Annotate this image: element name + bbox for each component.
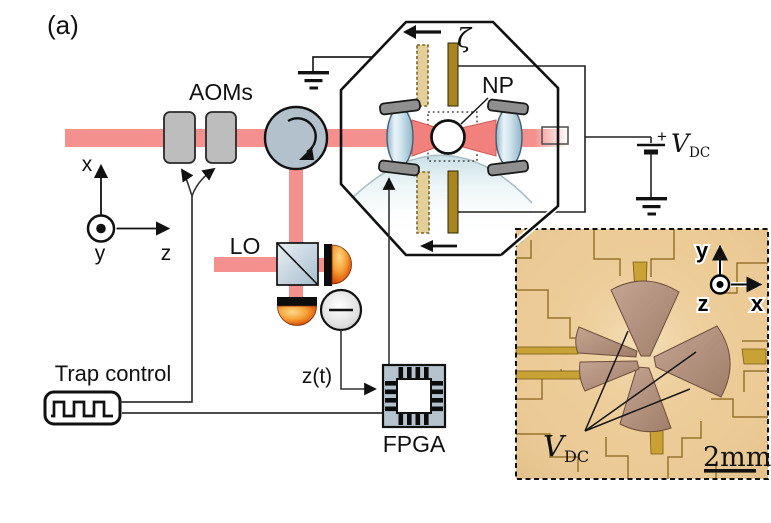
lo-beam (214, 257, 278, 272)
inset-vdc-subscript: DC (564, 447, 589, 466)
bs-output-right (317, 258, 325, 272)
lens-mount-bottom-left (378, 159, 420, 177)
square-wave-icon (51, 400, 113, 418)
bias-electrode-top (447, 42, 459, 107)
reflected-beam (289, 169, 303, 245)
axes-inset: y z x (694, 236, 766, 318)
signal-label: z(t) (302, 365, 332, 388)
panel-label: (a) (47, 10, 79, 40)
axis-out-label: y (95, 242, 106, 265)
detector-slit-bottom (277, 297, 317, 306)
homodyne-detection (276, 242, 363, 332)
circular-arrow-icon (287, 117, 317, 154)
electrode-wire (458, 65, 586, 213)
bias-electrode-bottom (447, 170, 459, 234)
chamber-ground (298, 56, 372, 90)
aom-drive-arrow-1 (180, 168, 194, 197)
trap-control-label: Trap control (55, 361, 172, 386)
fpga: FPGA (381, 363, 447, 457)
vdc-pointer-lines (584, 330, 697, 432)
chamber-edge-over-inset (500, 206, 558, 256)
lens-left (386, 107, 414, 167)
left-arrow-icon (420, 240, 433, 252)
inset-vdc-label: V (543, 429, 567, 463)
circulator (263, 105, 329, 171)
wedge-right (653, 325, 731, 398)
wire-trap-to-aoms (120, 196, 193, 403)
board-traces (516, 229, 768, 479)
circled-dot-icon (86, 214, 116, 243)
wire-signal-to-fpga (340, 330, 377, 396)
nanoparticle (430, 119, 466, 155)
vdc-label: V (671, 129, 692, 158)
trap-control-box (43, 390, 122, 426)
zeta-label: ζ (457, 24, 473, 54)
circled-dot-icon (709, 274, 731, 295)
shield-electrode-top (416, 44, 429, 107)
vdc-subscript: DC (689, 145, 710, 161)
wedge-upper-left (575, 326, 638, 358)
fpga-label: FPGA (383, 431, 446, 457)
electrode-inset-photo: V DC 2mm y z x (515, 228, 771, 480)
aom-1 (163, 111, 196, 164)
shield-electrode-bottom (416, 171, 430, 234)
lens-mount-bottom-right (487, 159, 529, 177)
axes-main: x y z (82, 153, 172, 265)
rotation-arrow-top (403, 25, 441, 39)
dc-source: + V DC (636, 127, 710, 216)
axis-right-label: z (161, 242, 172, 265)
lo-label: LO (230, 233, 261, 259)
np-pointer-line (460, 97, 489, 125)
signal-wires (120, 167, 396, 414)
trap-control: Trap control (43, 361, 172, 426)
beamsplitter-diagonal (276, 242, 319, 286)
photodetector-right (331, 244, 352, 285)
chip-die (396, 378, 432, 414)
ground-icon (636, 197, 667, 216)
aoms: AOMs (163, 79, 253, 164)
left-arrow-icon (403, 25, 416, 39)
lens-right (495, 107, 523, 167)
trap-lenses (378, 98, 529, 177)
battery-plus-label: + (657, 127, 667, 146)
lens-mount-top-right (487, 98, 529, 116)
inset-axis-up-label: y (696, 238, 709, 263)
aom-2 (205, 111, 237, 164)
lens-mount-top-left (379, 98, 421, 116)
glass-dome (347, 154, 533, 238)
wedge-bottom (619, 366, 672, 433)
inset-axis-right-label: x (751, 291, 764, 316)
wedge-top (610, 280, 680, 357)
chamber-outline (339, 20, 560, 257)
detector-slit-right (324, 244, 332, 286)
rotation-arrow-bottom (420, 240, 457, 252)
axis-up-label: x (82, 153, 93, 176)
np-label: NP (482, 72, 514, 98)
aom-drive-arrow-2 (191, 167, 216, 197)
exit-window (541, 126, 569, 145)
scale-label: 2mm (703, 442, 771, 473)
battery-icon (637, 143, 665, 155)
scale-bar (704, 469, 756, 473)
ground-icon (298, 71, 329, 90)
inset-border (515, 228, 769, 480)
bs-output-down (289, 284, 303, 298)
aoms-label: AOMs (189, 79, 253, 105)
photodetector-bottom (277, 305, 317, 326)
inset-axis-out-label: z (698, 291, 709, 316)
